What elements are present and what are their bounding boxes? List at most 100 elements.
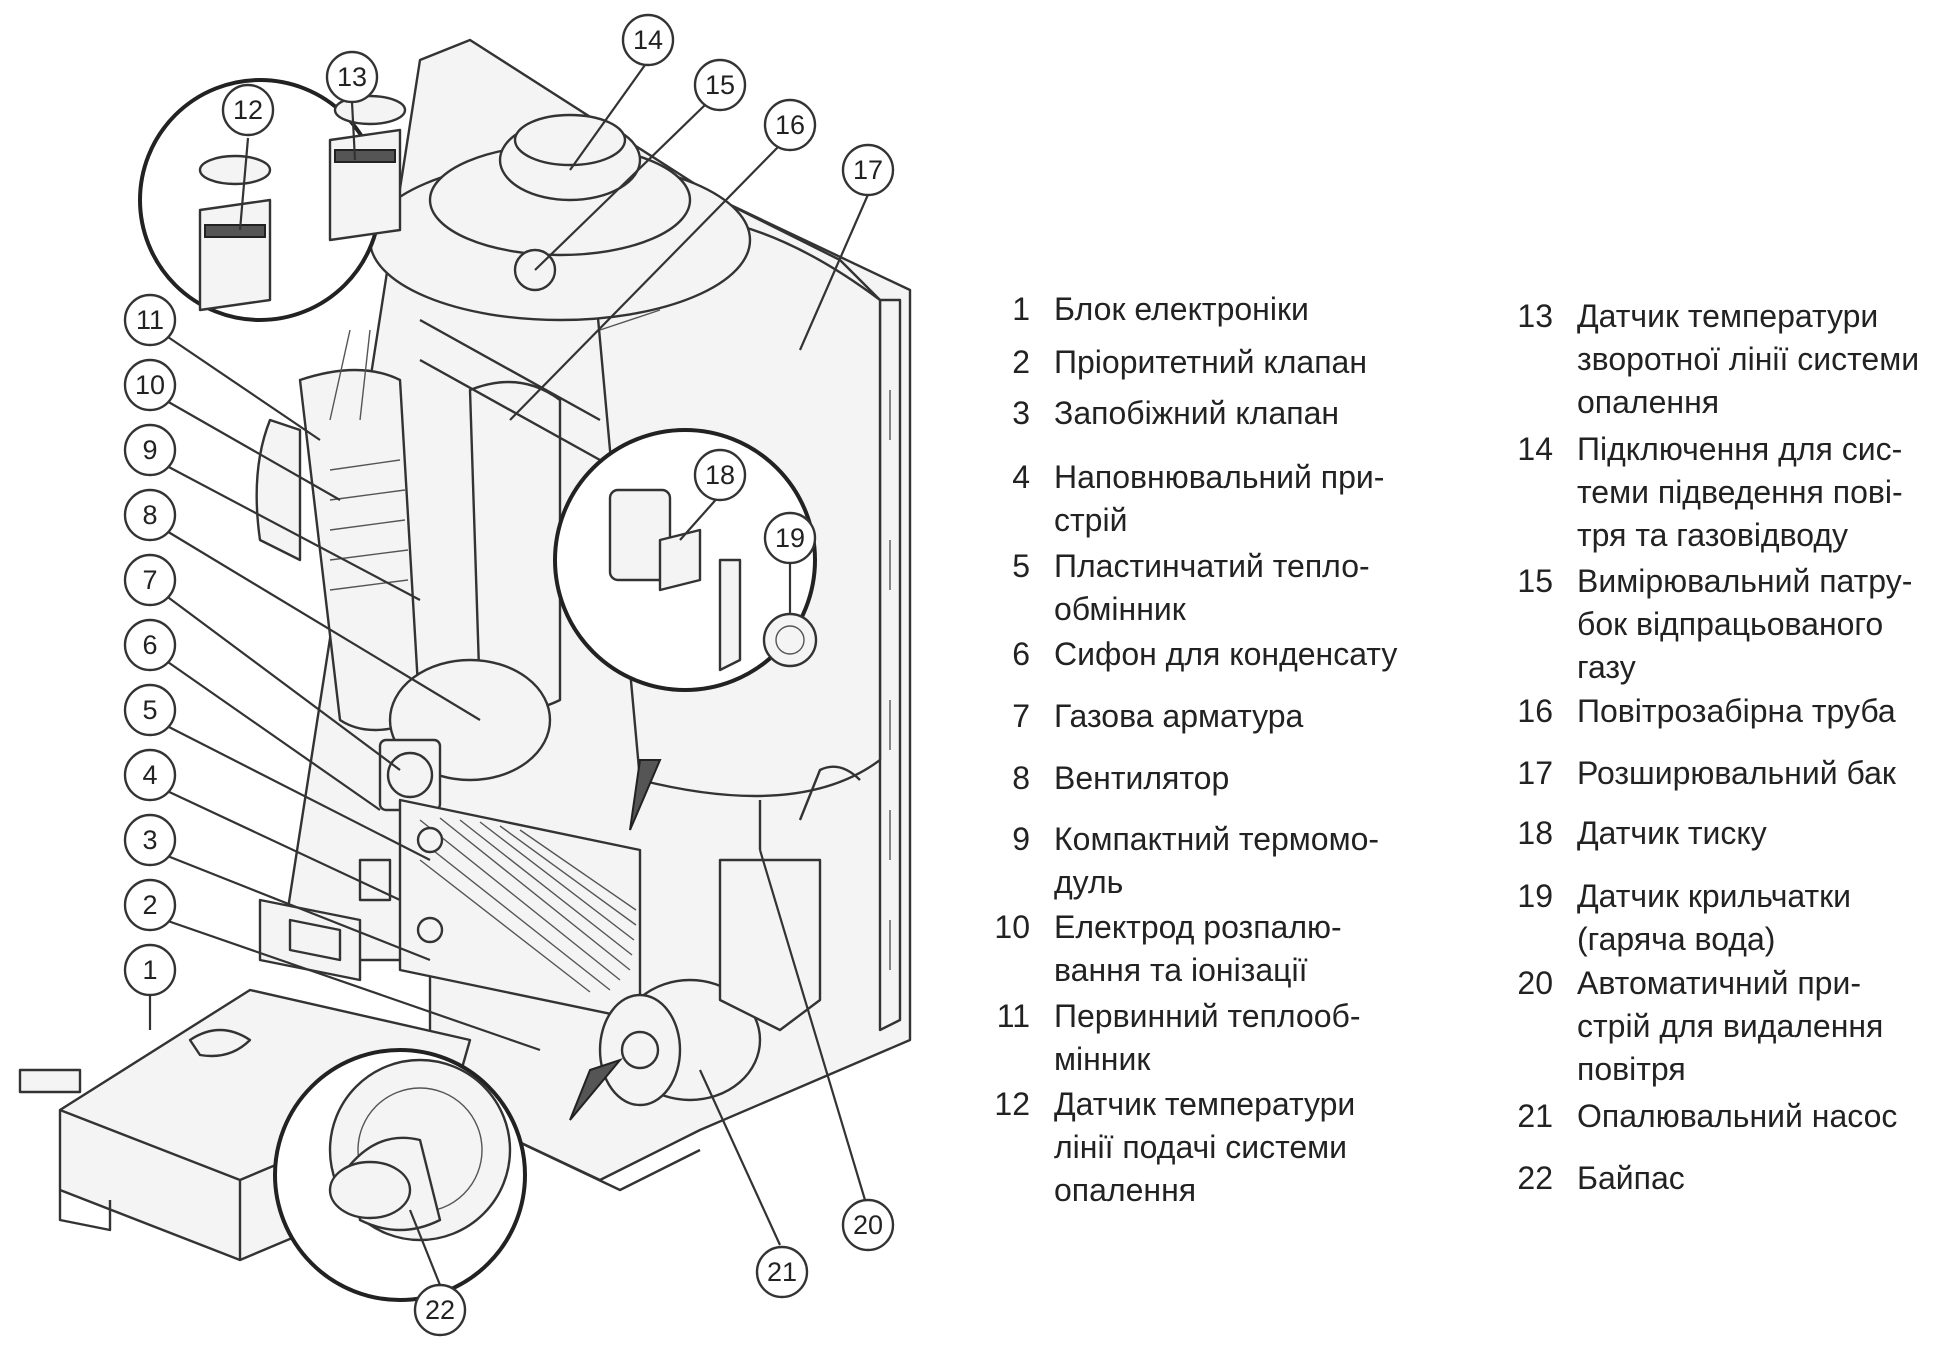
legend-number: 18 [1517, 815, 1553, 851]
svg-text:20: 20 [853, 1210, 883, 1240]
detail-lens-right [553, 428, 818, 831]
legend-text: Наповнювальний при- стрій [1054, 459, 1385, 538]
legend-text: Повітрозабірна труба [1577, 693, 1896, 729]
svg-text:22: 22 [425, 1295, 455, 1325]
svg-text:4: 4 [142, 760, 157, 790]
svg-text:9: 9 [142, 435, 157, 465]
callout-4: 4 [123, 748, 177, 802]
legend-item-20: 20 Автоматичний при- стрій для видалення … [1493, 962, 1883, 1091]
legend-text: Сифон для конденсату [1054, 636, 1398, 672]
detail-lens-bottom [273, 1048, 624, 1302]
callout-19: 19 [763, 511, 817, 565]
legend-text: Первинний теплооб- мінник [1054, 998, 1361, 1077]
callout-1: 1 [123, 943, 177, 997]
legend-text: Датчик температури зворотної лінії систе… [1577, 298, 1920, 420]
callout-9: 9 [123, 423, 177, 477]
svg-text:1: 1 [142, 955, 157, 985]
legend-number: 20 [1517, 965, 1553, 1001]
legend-item-1: 1 Блок електроніки [970, 288, 1309, 331]
legend-text: Електрод розпалю- вання та іонізації [1054, 909, 1342, 988]
legend-number: 13 [1517, 298, 1553, 334]
legend-text: Датчик крильчатки (гаряча вода) [1577, 878, 1852, 957]
callout-2: 2 [123, 878, 177, 932]
callout-10: 10 [123, 358, 177, 412]
legend-item-10: 10 Електрод розпалю- вання та іонізації [970, 906, 1342, 992]
legend-number: 6 [1012, 636, 1030, 672]
legend-number: 22 [1517, 1160, 1553, 1196]
callout-22: 22 [413, 1283, 467, 1337]
legend-number: 4 [1012, 459, 1030, 495]
svg-text:3: 3 [142, 825, 157, 855]
legend-text: Блок електроніки [1054, 291, 1309, 327]
legend-text: Компактний термомо- дуль [1054, 821, 1380, 900]
legend-item-6: 6 Сифон для конденсату [970, 633, 1397, 676]
legend-item-11: 11 Первинний теплооб- мінник [970, 995, 1361, 1081]
callout-18: 18 [693, 448, 747, 502]
legend-item-13: 13 Датчик температури зворотної лінії сис… [1493, 295, 1919, 424]
svg-text:19: 19 [775, 523, 805, 553]
legend-number: 8 [1012, 760, 1030, 796]
legend-item-4: 4 Наповнювальний при- стрій [970, 456, 1384, 542]
legend-text: Газова арматура [1054, 698, 1304, 734]
svg-text:18: 18 [705, 460, 735, 490]
legend-text: Розширювальний бак [1577, 755, 1896, 791]
svg-text:2: 2 [142, 890, 157, 920]
legend-item-17: 17 Розширювальний бак [1493, 752, 1896, 795]
callout-11: 11 [123, 293, 177, 347]
legend-number: 7 [1012, 698, 1030, 734]
legend-number: 19 [1517, 878, 1553, 914]
legend-number: 11 [996, 998, 1030, 1034]
svg-text:16: 16 [775, 110, 805, 140]
legend-number: 15 [1517, 563, 1553, 599]
legend-number: 3 [1012, 395, 1030, 431]
callout-15: 15 [693, 58, 747, 112]
legend-item-8: 8 Вентилятор [970, 757, 1229, 800]
legend-text: Опалювальний насос [1577, 1098, 1898, 1134]
legend-item-12: 12 Датчик температури лінії подачі систем… [970, 1083, 1355, 1212]
legend-number: 2 [1012, 344, 1030, 380]
legend-text: Датчик температури лінії подачі системи … [1054, 1086, 1356, 1208]
legend-number: 1 [1012, 291, 1030, 327]
callout-13: 13 [325, 50, 379, 104]
legend-number: 17 [1517, 755, 1553, 791]
svg-text:14: 14 [633, 25, 663, 55]
plate-heat-exchanger [398, 798, 642, 1022]
legend-text: Підключення для сис- теми підведення пов… [1577, 431, 1903, 553]
svg-text:12: 12 [233, 95, 263, 125]
legend-number: 10 [994, 909, 1030, 945]
legend-number: 9 [1012, 821, 1030, 857]
callouts: 1 2 3 4 5 6 7 8 9 10 11 12 13 14 15 16 1… [123, 13, 895, 1337]
flue-connection [368, 113, 752, 322]
callout-16: 16 [763, 98, 817, 152]
svg-text:8: 8 [142, 500, 157, 530]
svg-text:10: 10 [135, 370, 165, 400]
legend-number: 21 [1517, 1098, 1553, 1134]
callout-12: 12 [221, 83, 275, 137]
callout-8: 8 [123, 488, 177, 542]
legend-item-7: 7 Газова арматура [970, 695, 1303, 738]
legend-number: 16 [1517, 693, 1553, 729]
svg-text:17: 17 [853, 155, 883, 185]
legend-number: 5 [1012, 548, 1030, 584]
heating-pump [598, 765, 861, 1107]
svg-text:21: 21 [767, 1257, 797, 1287]
svg-text:5: 5 [142, 695, 157, 725]
svg-text:13: 13 [337, 62, 367, 92]
legend-number: 12 [994, 1086, 1030, 1122]
legend-text: Вентилятор [1054, 760, 1230, 796]
valve-cluster [258, 858, 392, 982]
legend-text: Автоматичний при- стрій для видалення по… [1577, 965, 1884, 1087]
callout-17: 17 [841, 143, 895, 197]
detail-lens-top [138, 78, 407, 421]
callout-14: 14 [621, 13, 675, 67]
svg-text:11: 11 [136, 305, 164, 335]
svg-text:7: 7 [142, 565, 157, 595]
legend-item-19: 19 Датчик крильчатки (гаряча вода) [1493, 875, 1851, 961]
callout-20: 20 [841, 1198, 895, 1252]
